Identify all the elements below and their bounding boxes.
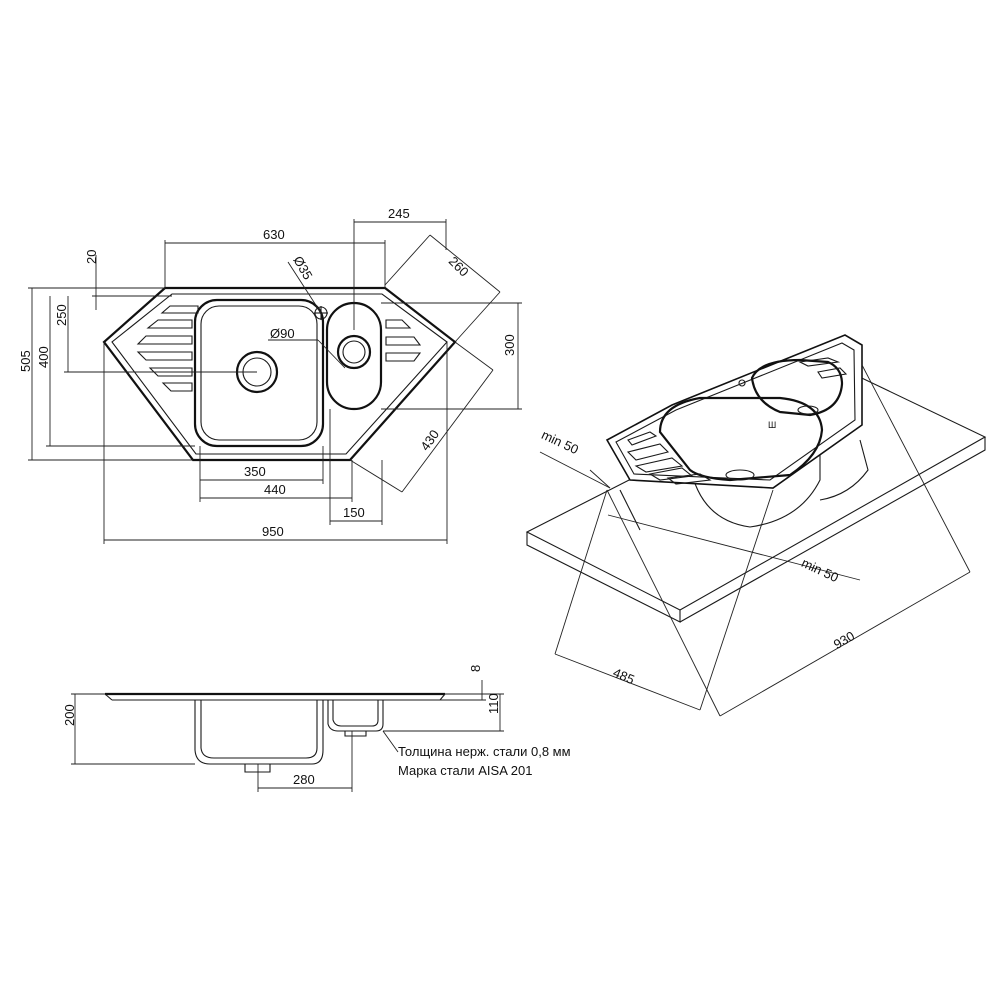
dim-280: 280: [293, 772, 315, 787]
brand-mark: Ш: [768, 420, 776, 430]
top-view-dimensions: 630 245 260 20 Ø35 Ø90 2: [18, 206, 522, 544]
dim-d35: Ø35: [290, 253, 315, 282]
dim-150: 150: [343, 505, 365, 520]
dim-200: 200: [62, 704, 77, 726]
dim-min50-right: min 50: [799, 555, 841, 585]
dim-20: 20: [84, 250, 99, 264]
dim-950: 950: [262, 524, 284, 539]
side-view: 200 8 110 280 Толщина нерж. стали 0,8 мм…: [62, 665, 571, 792]
dim-min50-left: min 50: [539, 427, 581, 457]
dim-930: 930: [831, 628, 857, 652]
dim-8: 8: [468, 665, 483, 672]
left-drainer-ribs: [136, 305, 199, 392]
right-drainer-ribs: [385, 319, 422, 362]
isometric-view: Ш min 50 min 50 485 930: [525, 334, 987, 717]
top-view: 630 245 260 20 Ø35 Ø90 2: [18, 206, 522, 544]
dim-430: 430: [417, 427, 442, 453]
dim-110: 110: [486, 693, 501, 714]
dim-245: 245: [388, 206, 410, 221]
dim-630: 630: [263, 227, 285, 242]
dim-260: 260: [446, 254, 472, 280]
iso-drainer-ribs: [626, 357, 848, 485]
note-thickness: Толщина нерж. стали 0,8 мм: [398, 744, 571, 759]
note-steel-grade: Марка стали AISA 201: [398, 763, 532, 778]
dim-350: 350: [244, 464, 266, 479]
dim-440: 440: [264, 482, 286, 497]
dim-d90: Ø90: [270, 326, 295, 341]
dim-400: 400: [36, 346, 51, 368]
dim-250: 250: [54, 304, 69, 326]
dim-505: 505: [18, 350, 33, 372]
dim-300: 300: [502, 334, 517, 356]
side-view-dimensions: 200 8 110 280: [62, 665, 504, 792]
